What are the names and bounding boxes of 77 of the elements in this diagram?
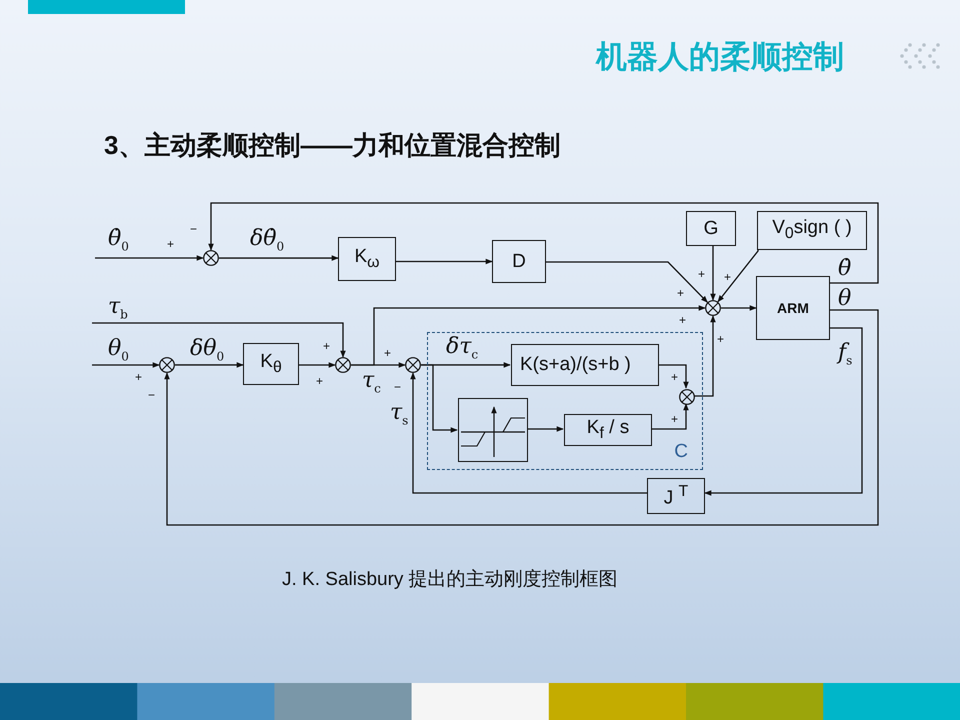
sign-label: + [698, 268, 706, 280]
signal-label: τ$_{b}$ [108, 296, 128, 320]
block-label: D [512, 252, 526, 272]
block [756, 276, 830, 340]
arrow [546, 261, 708, 303]
arrow [396, 258, 493, 264]
block [757, 211, 867, 250]
signal-label: τ$_{s}$ [390, 402, 408, 426]
arrow [658, 364, 689, 389]
sign-label: + [679, 314, 686, 326]
block-label: K$_{θ}$ [260, 352, 282, 376]
signal-label: τ$_{c}$ [362, 370, 381, 394]
arrow [651, 403, 689, 430]
summing-junction [679, 389, 695, 405]
block [511, 344, 659, 386]
arrow [410, 372, 647, 494]
summing-junction [705, 300, 721, 316]
sign-label: − [148, 389, 156, 401]
signal-label: θ$_{0}$ [108, 338, 129, 362]
summing-junction [335, 357, 351, 373]
arrow [717, 250, 759, 302]
summing-junction [405, 357, 421, 373]
arrow [351, 305, 706, 366]
arrow [164, 309, 879, 526]
sign-label: + [135, 371, 142, 383]
block [564, 414, 652, 446]
block-label: V$_{0}$sign ( ) [772, 218, 852, 243]
sign-label: − [394, 381, 402, 393]
dashed-group-box [427, 332, 703, 470]
arrow [299, 362, 336, 368]
signal-label: f$_{s}$ [838, 342, 852, 366]
sign-label: − [190, 223, 198, 235]
sign-label: + [323, 340, 330, 352]
signal-label: δθ$_{0}$ [190, 338, 224, 362]
signal-label: θ̇ [838, 258, 852, 280]
sign-label: + [384, 347, 392, 359]
arrow [92, 322, 346, 358]
block-label: K$_{ω}$ [354, 246, 380, 272]
sign-label: + [724, 271, 732, 283]
block [492, 240, 546, 283]
block-label: ARM [777, 300, 809, 316]
arrow [175, 362, 244, 368]
arrow [527, 426, 564, 432]
arrow [219, 255, 339, 261]
sign-label: + [677, 287, 684, 299]
block [647, 478, 705, 514]
block-label: K(s+a)/(s+b ) [520, 355, 632, 375]
arrow [710, 246, 716, 301]
signal-label: δτ$_{c}$ [446, 336, 478, 360]
summing-junction [203, 250, 219, 266]
block [686, 211, 736, 246]
summing-junction [159, 357, 175, 373]
caption: J. K. Salisbury 提出的主动刚度控制框图 [282, 568, 618, 592]
block [243, 343, 299, 385]
slide-heading: 机器人的柔顺控制 [596, 38, 844, 76]
sign-label: + [717, 333, 724, 345]
signal-label: θ̇$_{0}$ [108, 228, 129, 252]
sign-label: + [316, 375, 324, 387]
signal-label: δθ̇$_{0}$ [250, 228, 284, 252]
slide-subtitle: 3、主动柔顺控制——力和位置混合控制 [104, 129, 560, 162]
sign-label: + [671, 413, 678, 425]
arrow [704, 327, 863, 496]
block-label: G [704, 218, 718, 238]
arrow [721, 305, 757, 311]
block-label: K$_{f}$ / s [586, 418, 630, 442]
sign-label: + [671, 371, 678, 383]
signal-label: θ [838, 288, 852, 310]
arrow [421, 364, 458, 433]
block [338, 237, 396, 281]
arrow [694, 315, 716, 397]
group-label: C [674, 441, 688, 463]
arrow [92, 362, 160, 368]
block-label: J $^{T}$ [664, 484, 688, 508]
arrow [208, 202, 879, 284]
arrow [95, 255, 204, 261]
sign-label: + [167, 238, 174, 250]
nonlinearity-block [458, 398, 528, 462]
